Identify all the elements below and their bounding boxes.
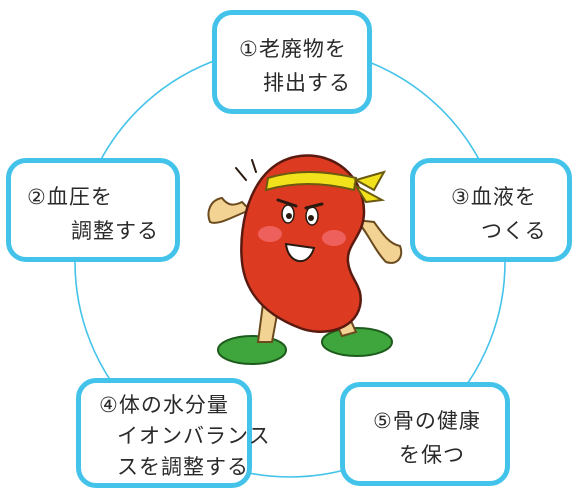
effort-marks: [235, 159, 257, 181]
function-3-line-2: つくる: [481, 219, 547, 243]
function-box-1: ①老廃物を 排出する: [212, 10, 372, 114]
right-shoe: [321, 327, 393, 357]
left-pupil: [286, 213, 292, 219]
function-box-3: ③血液を つくる: [410, 158, 572, 262]
function-2-line-2: 調整する: [71, 219, 159, 243]
headband: [264, 171, 358, 192]
function-5-line-2: を保つ: [399, 443, 465, 467]
function-4-line-2: イオンバランス: [117, 424, 271, 448]
function-5-line-1: ⑤骨の健康: [373, 409, 481, 433]
right-pupil: [308, 215, 314, 221]
function-2-line-1: ②血圧を: [27, 185, 113, 209]
function-box-4: ④体の水分量 イオンバランス スを調整する: [76, 378, 271, 488]
kidney-mascot-icon: [207, 154, 403, 365]
headband-tail-lower: [353, 183, 386, 204]
function-4-line-3: スを調整する: [117, 455, 249, 479]
right-cheek: [322, 230, 346, 246]
function-4-line-1: ④体の水分量: [99, 393, 229, 417]
left-shoe: [217, 335, 287, 365]
left-arm: [207, 196, 252, 224]
function-3-line-1: ③血液を: [451, 185, 537, 209]
left-cheek: [258, 226, 282, 242]
right-eyebrow: [304, 202, 324, 210]
function-1-line-1: ①老廃物を: [239, 37, 347, 61]
function-box-5: ⑤骨の健康 を保つ: [340, 382, 510, 486]
kidney-body: [240, 154, 366, 333]
function-1-line-2: 排出する: [263, 71, 351, 95]
left-eyebrow: [276, 198, 298, 208]
right-arm: [353, 218, 403, 264]
function-box-2: ②血圧を 調整する: [6, 158, 180, 262]
headband-tail-upper: [353, 170, 387, 192]
mouth: [284, 242, 316, 262]
